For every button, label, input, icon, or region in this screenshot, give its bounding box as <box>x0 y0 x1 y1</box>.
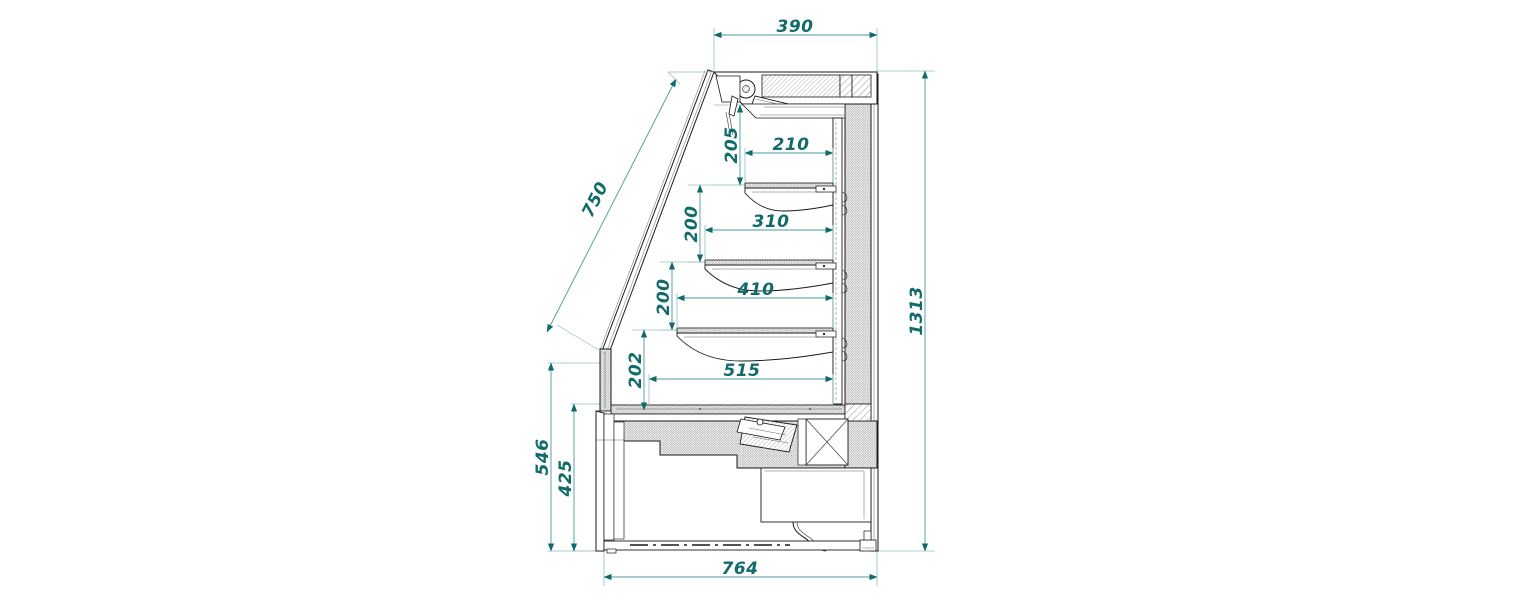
dim-764: 764 <box>603 559 878 581</box>
dim-390: 390 <box>713 17 878 39</box>
dim-label-overall-height: 1313 <box>907 286 927 335</box>
dim-label-shelf-3-depth: 410 <box>737 280 775 300</box>
dim-210: 210 <box>744 135 834 183</box>
shelf-3 <box>676 327 837 362</box>
dim-label-shelf-2-depth: 310 <box>753 212 790 232</box>
dim-200-b: 200 <box>654 261 676 331</box>
dim-label-base-height: 202 <box>626 352 646 389</box>
dim-205: 205 <box>722 104 744 186</box>
dim-425: 425 <box>556 403 578 552</box>
dimension-annotations: 390 1313 764 546 425 <box>533 17 929 581</box>
dim-label-glass-length: 750 <box>578 179 613 221</box>
dim-label-overall-depth: 764 <box>722 559 759 579</box>
dim-label-cabinet-height: 425 <box>556 460 576 498</box>
dim-202: 202 <box>626 329 648 411</box>
dim-label-shelf-gap-2: 200 <box>682 206 702 243</box>
dim-515: 515 <box>648 361 834 405</box>
shelf-2 <box>704 259 837 292</box>
dim-label-top-depth: 390 <box>777 17 814 37</box>
dim-label-shelf-gap-top: 205 <box>722 127 742 164</box>
shelf-1 <box>744 182 837 212</box>
dim-546: 546 <box>533 362 555 552</box>
cabinet-body <box>595 69 879 554</box>
dim-label-shelf-1-depth: 210 <box>773 135 810 155</box>
dim-410: 410 <box>676 280 834 328</box>
dim-label-deck-depth: 515 <box>724 361 761 381</box>
dim-310: 310 <box>704 212 834 260</box>
dim-1313: 1313 <box>907 70 929 552</box>
dim-200-a: 200 <box>682 184 704 263</box>
dim-label-front-height: 546 <box>533 439 553 476</box>
dim-label-shelf-gap-3: 200 <box>654 279 674 316</box>
